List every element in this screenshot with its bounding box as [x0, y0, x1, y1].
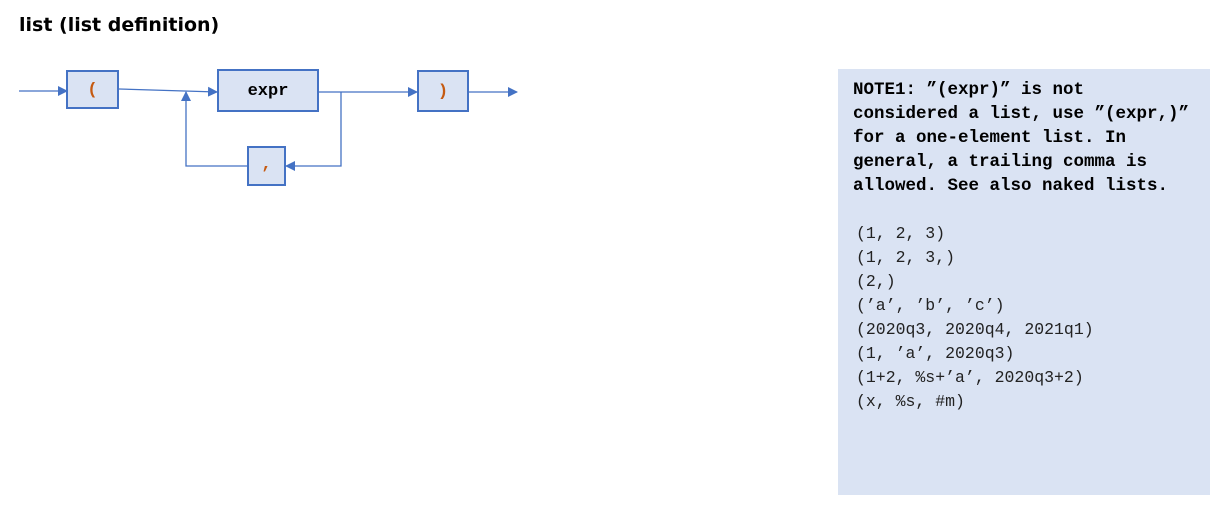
- note-heading: NOTE1: ”(expr)” is not considered a list…: [853, 80, 1200, 196]
- example-line: (1, 2, 3): [856, 224, 946, 243]
- example-line: (2020q3, 2020q4, 2021q1): [856, 320, 1094, 339]
- expr-label: expr: [248, 82, 289, 101]
- comma-node: ,: [247, 146, 286, 186]
- loop-to-comma-arrow: [285, 92, 342, 171]
- note-panel: NOTE1: ”(expr)” is not considered a list…: [838, 69, 1210, 495]
- example-line: (1, 2, 3,): [856, 248, 956, 267]
- expr-node: expr: [217, 69, 319, 112]
- comma-label: ,: [261, 155, 271, 174]
- page-title: list (list definition): [19, 14, 220, 36]
- open-paren-label: (: [87, 81, 97, 100]
- comma-to-expr-loop-arrow: [181, 91, 248, 167]
- example-line: (2,): [856, 272, 896, 291]
- example-line: (1, ’a’, 2020q3): [856, 344, 1015, 363]
- open-to-expr-arrow: [118, 86, 218, 97]
- close-paren-node: ): [417, 70, 469, 112]
- example-line: (’a’, ’b’, ’c’): [856, 296, 1005, 315]
- close-paren-label: ): [438, 82, 448, 101]
- example-line: (x, %s, #m): [856, 392, 965, 411]
- syntax-diagram: ( expr ) ,: [19, 69, 518, 186]
- example-line: (1+2, %s+’a’, 2020q3+2): [856, 368, 1084, 387]
- open-paren-node: (: [66, 70, 119, 109]
- examples-list: (1, 2, 3) (1, 2, 3,) (2,) (’a’, ’b’, ’c’…: [856, 222, 1210, 414]
